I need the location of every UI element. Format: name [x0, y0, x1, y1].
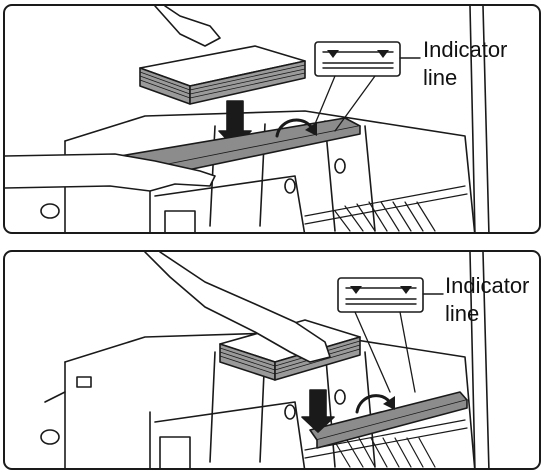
printer-body-edge-inner: [482, 6, 490, 232]
tray-hole: [334, 389, 346, 405]
indicator-mark-right: [400, 286, 412, 294]
indicator-line-label: Indicator line: [423, 37, 508, 90]
indicator-callout: [314, 41, 421, 132]
indicator-mark-right: [377, 50, 389, 58]
tray-drawing-bottom: [40, 252, 490, 468]
indicator-line-label: Indicator line: [445, 273, 530, 326]
feed-roller-area: [304, 185, 468, 232]
tray-hole: [284, 178, 296, 194]
down-arrow: [301, 389, 335, 433]
step-illustration-bottom: Indicator line: [3, 250, 541, 470]
step-illustration-top: Indicator line: [3, 4, 541, 234]
tray-drawing-top: [5, 6, 490, 232]
tray-hole: [284, 404, 296, 420]
drawer-handle-slot: [164, 210, 196, 232]
drawer-handle-slot: [159, 436, 191, 468]
printer-body-edge: [469, 252, 476, 468]
caster-wheel: [40, 203, 60, 219]
lower-hand: [5, 153, 216, 192]
hand: [144, 252, 331, 363]
caster-wheel: [40, 429, 60, 445]
drawer-inner-wall: [154, 401, 306, 468]
indicator-mark-left: [327, 50, 339, 58]
indicator-mark-left: [350, 286, 362, 294]
drawer-inner-wall: [154, 175, 306, 232]
indicator-callout: [337, 277, 444, 393]
drawer-frame: [64, 110, 476, 232]
feed-roller-area: [304, 419, 468, 468]
upper-hand: [154, 6, 221, 47]
tray-hole: [334, 158, 346, 174]
printer-body-edge: [469, 6, 476, 232]
drawer-clip: [76, 376, 92, 388]
paper-stack: [139, 45, 306, 105]
